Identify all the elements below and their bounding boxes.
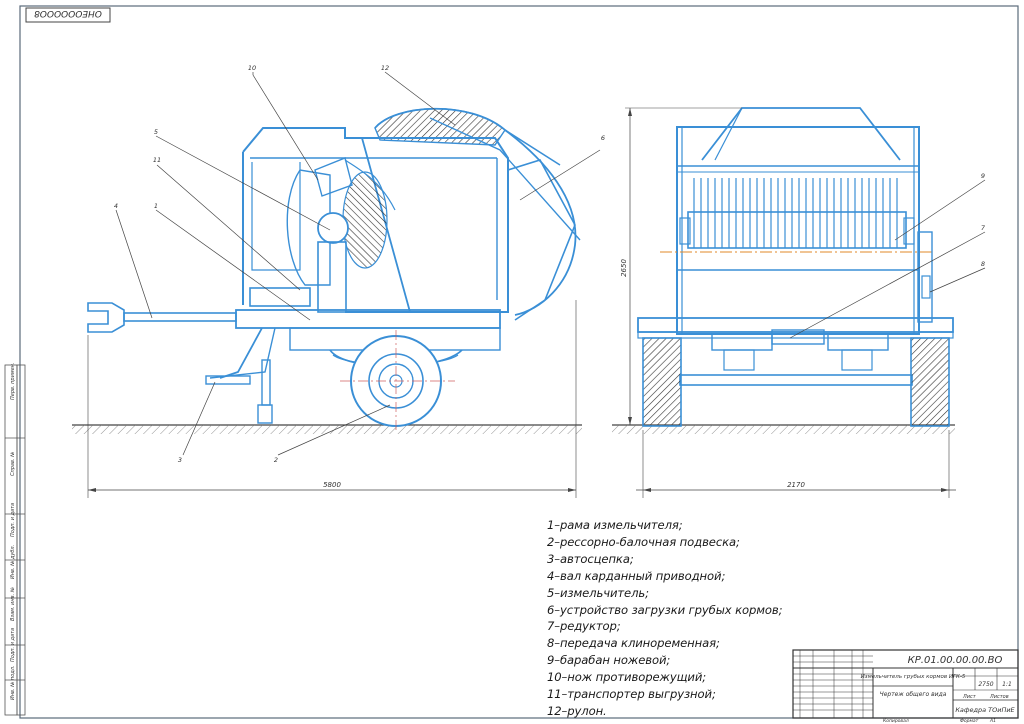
legend-item: 4–вал карданный приводной;	[547, 568, 726, 583]
legend-item: 9–барабан ножевой;	[547, 653, 671, 668]
sheet-title: Чертеж общего вида	[880, 691, 947, 698]
callout-12: 12	[381, 64, 389, 72]
format-value: А1	[989, 718, 996, 724]
top-stamp: ОНЕОООООО8	[25, 7, 111, 23]
strip-label: Перв. примен.	[10, 362, 16, 400]
sheets-label: Листов	[989, 694, 1009, 700]
top-stamp-text: ОНЕОООООО8	[34, 8, 102, 18]
legend-item: 2–рессорно-балочная подвеска;	[547, 534, 740, 549]
dimension-height: 2650	[620, 259, 628, 277]
wheel-left	[642, 337, 682, 427]
format-label: Формат	[960, 718, 979, 724]
legend-item: 5–измельчитель;	[547, 585, 649, 600]
legend-item: 10–нож противорежущий;	[547, 670, 707, 685]
callout-11: 11	[153, 156, 161, 164]
dimension-width: 2170	[787, 481, 805, 489]
wheel-right	[910, 337, 950, 427]
legend-item: 8–передача клиноременная;	[547, 636, 720, 651]
title-block: КР.01.00.00.00.ВО Измельчитель грубых ко…	[792, 649, 1019, 724]
legend-item: 11–транспортер выгрузной;	[547, 687, 716, 702]
callout-3: 3	[178, 456, 182, 464]
callout-10: 10	[248, 64, 256, 72]
side-view: 5800	[72, 107, 582, 498]
callout-8: 8	[981, 260, 985, 268]
scale-value: 1:1	[1002, 681, 1012, 688]
organization: Кафедра ТОиПиЕ	[955, 706, 1015, 714]
legend-item: 6–устройство загрузки грубых кормов;	[547, 602, 783, 617]
front-view: 2170 2650	[612, 107, 956, 498]
legend-item: 1–рама измельчителя;	[547, 518, 683, 532]
strip-label: Подп. и дата	[10, 503, 16, 537]
sheet-label: Лист	[962, 694, 977, 700]
pto-fork	[87, 302, 125, 333]
legend-item: 3–автосцепка;	[547, 551, 634, 566]
legend-item: 12–рулон.	[547, 703, 607, 718]
copied-label: Копировал	[883, 718, 909, 724]
sheet-frame	[19, 5, 1019, 719]
legend-item: 7–редуктор;	[547, 619, 621, 634]
callout-7: 7	[981, 224, 986, 232]
callout-6: 6	[601, 134, 605, 142]
callout-4: 4	[114, 202, 118, 210]
callout-1: 1	[154, 202, 158, 210]
strip-label: Взам. инв. №	[10, 587, 16, 621]
callout-5: 5	[154, 128, 158, 136]
product-name: Измельчитель грубых кормов ИГК-5	[861, 674, 966, 680]
dimension-length: 5800	[323, 481, 341, 489]
knife-drum	[687, 211, 907, 249]
strip-label: Справ. №	[10, 452, 16, 476]
drawing-designation: КР.01.00.00.00.ВО	[908, 655, 1003, 666]
strip-label: Инв. № дубл.	[10, 545, 16, 579]
strip-label: Инв. № подл.	[10, 666, 16, 701]
callout-2: 2	[274, 456, 278, 464]
legend-list: 1–рама измельчителя; 2–рессорно-балочная…	[547, 517, 807, 720]
side-strip: Перв. примен. Справ. № Подп. и дата Инв.…	[4, 362, 26, 716]
leader-lines	[115, 71, 986, 456]
strip-label: Подп. и дата	[10, 628, 16, 662]
callout-labels: 10 12 5 11 1 4 6 3 2 9 7 8	[114, 64, 986, 464]
mass-value: 2750	[978, 681, 993, 688]
roll	[374, 108, 506, 146]
callout-9: 9	[981, 172, 985, 180]
